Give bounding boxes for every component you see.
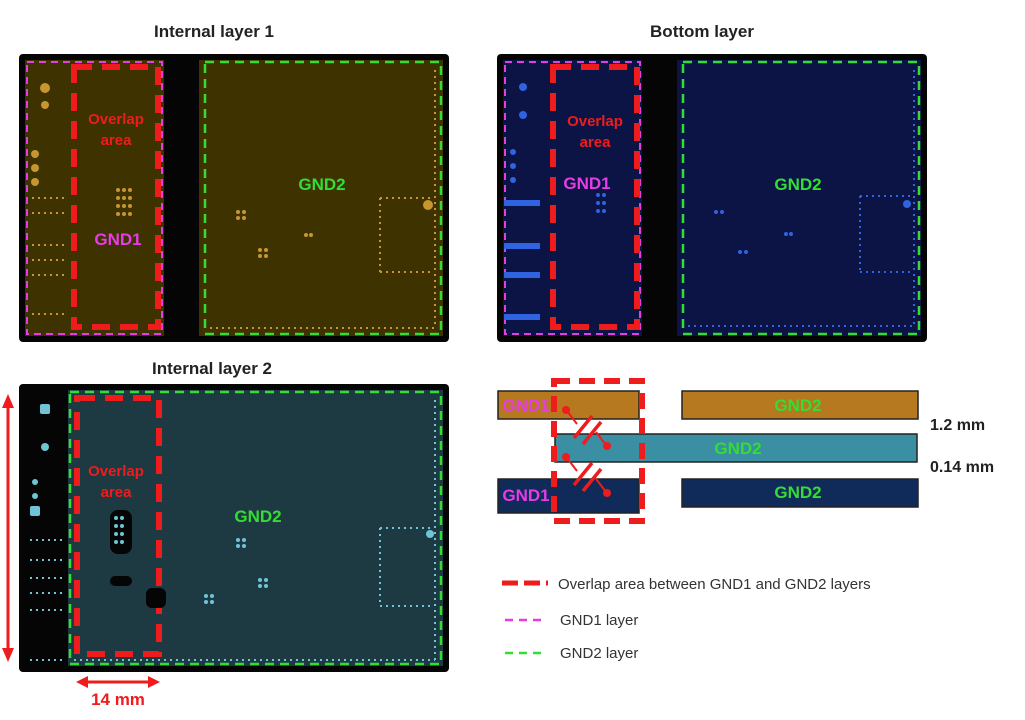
width-dimension-arrow	[76, 676, 160, 688]
width-dimension-label: 14 mm	[91, 690, 145, 709]
legend: Overlap area between GND1 and GND2 layer…	[502, 576, 871, 662]
gnd2-label: GND2	[234, 507, 281, 526]
gnd1-bottom-bar	[497, 478, 640, 514]
gnd1-bottom-label: GND1	[502, 486, 549, 505]
gnd2-bottom-label: GND2	[774, 483, 821, 502]
stackup-cross-section: GND1 GND2 GND2 GND1 GND2 1.2 mm 0.14 mm	[497, 378, 994, 524]
gnd1-label: GND1	[94, 230, 141, 249]
gnd2-outline	[68, 390, 443, 666]
gnd1-label: GND1	[563, 174, 610, 193]
capacitor-symbol-bottom	[562, 453, 611, 497]
overlap-label: area	[101, 484, 133, 501]
overlap-outline	[551, 378, 645, 524]
height-dimension-arrow	[2, 394, 14, 662]
gnd1-top-bar	[497, 390, 640, 420]
overlap-label: area	[580, 134, 612, 151]
overlap-label: Overlap	[567, 113, 623, 130]
overlap-outline	[74, 395, 162, 657]
title-internal-layer-1: Internal layer 1	[154, 22, 274, 41]
gnd2-bottom-bar	[681, 478, 919, 508]
overlap-label: area	[101, 132, 133, 149]
panel-internal-layer-2: Overlap area GND2	[19, 384, 449, 672]
overlap-outline	[550, 64, 640, 330]
panel-bottom-layer: Overlap area GND1 GND2	[497, 54, 927, 342]
overlap-outline	[71, 64, 161, 330]
legend-gnd2-label: GND2 layer	[560, 645, 638, 662]
title-bottom-layer: Bottom layer	[650, 22, 754, 41]
gnd2-label: GND2	[774, 175, 821, 194]
gnd1-outline	[504, 61, 641, 335]
gnd2-middle-bar	[554, 433, 918, 463]
overlap-label: Overlap	[88, 111, 144, 128]
gap-bottom-dimension: 0.14 mm	[930, 459, 994, 476]
gnd1-outline	[26, 61, 163, 335]
overlap-label: Overlap	[88, 463, 144, 480]
gnd2-top-bar	[681, 390, 919, 420]
via-dots	[510, 83, 911, 254]
legend-overlap-label: Overlap area between GND1 and GND2 layer…	[558, 576, 871, 593]
capacitor-symbol-top	[562, 406, 611, 450]
via-dots	[30, 404, 434, 604]
panel-internal-layer-1: Overlap area GND1 GND2	[19, 54, 449, 342]
title-internal-layer-2: Internal layer 2	[152, 359, 272, 378]
gnd2-middle-label: GND2	[714, 439, 761, 458]
via-dots	[31, 83, 433, 258]
gnd2-label: GND2	[298, 175, 345, 194]
gap-top-dimension: 1.2 mm	[930, 417, 985, 434]
gnd1-top-label: GND1	[502, 396, 549, 415]
legend-gnd1-label: GND1 layer	[560, 612, 638, 629]
gnd2-top-label: GND2	[774, 396, 821, 415]
